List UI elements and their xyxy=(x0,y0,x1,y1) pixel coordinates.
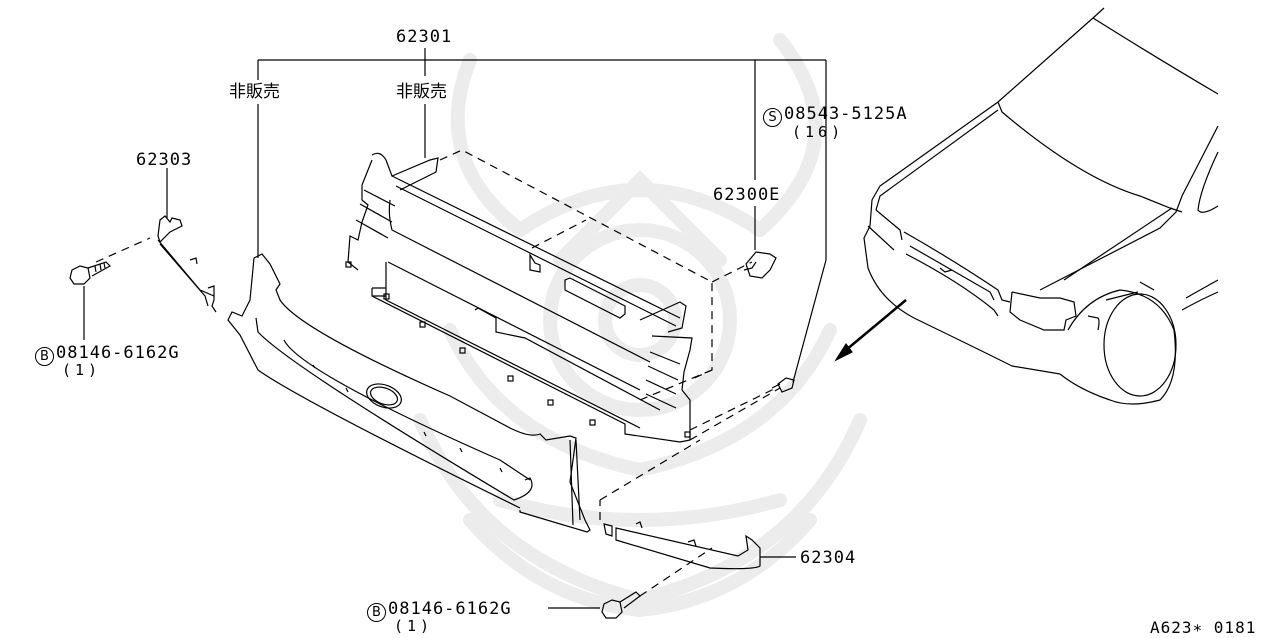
vehicle-front-icon xyxy=(863,7,1219,405)
screw-part[interactable] xyxy=(771,377,795,393)
grille-dashed-guides xyxy=(439,149,781,520)
b-circle-symbol-icon: B xyxy=(35,347,54,366)
part-number-62300e[interactable]: 62300E xyxy=(713,185,781,205)
left-bolt-part-number: 08146-6162G xyxy=(56,343,180,363)
left-bolt-part[interactable] xyxy=(69,261,111,285)
right-bolt-quantity: (1) xyxy=(394,617,434,635)
screw-part-number: 08543-5125A xyxy=(784,104,908,124)
not-for-sale-note-center: 非販売 xyxy=(396,82,447,102)
left-bracket-part[interactable] xyxy=(157,215,217,313)
right-bolt-part[interactable] xyxy=(601,591,641,619)
grille-part[interactable] xyxy=(345,152,693,443)
part-number-62304[interactable]: 62304 xyxy=(800,548,857,568)
part-number-62301[interactable]: 62301 xyxy=(396,27,453,47)
arrow-down-left-icon xyxy=(834,299,907,362)
s-circle-symbol-icon: S xyxy=(763,108,782,127)
not-for-sale-note-left: 非販売 xyxy=(229,82,280,102)
screw-dashed-guide xyxy=(689,387,777,431)
grille-group-leader xyxy=(257,48,827,383)
left-bolt-quantity: (1) xyxy=(62,361,102,379)
part-number-62303[interactable]: 62303 xyxy=(136,150,193,170)
diagram-code: A623∗ 0181 xyxy=(1150,618,1257,637)
screw-quantity: (16) xyxy=(792,123,845,141)
front-bumper-part[interactable] xyxy=(227,253,591,533)
left-bolt-dashed-guide xyxy=(95,237,151,263)
right-bolt-part-number: 08146-6162G xyxy=(388,599,512,619)
right-bolt-dashed-guide xyxy=(639,547,713,597)
right-bracket-part[interactable] xyxy=(603,521,761,570)
clip-part[interactable] xyxy=(743,251,777,279)
b-circle-symbol-icon: B xyxy=(367,603,386,622)
